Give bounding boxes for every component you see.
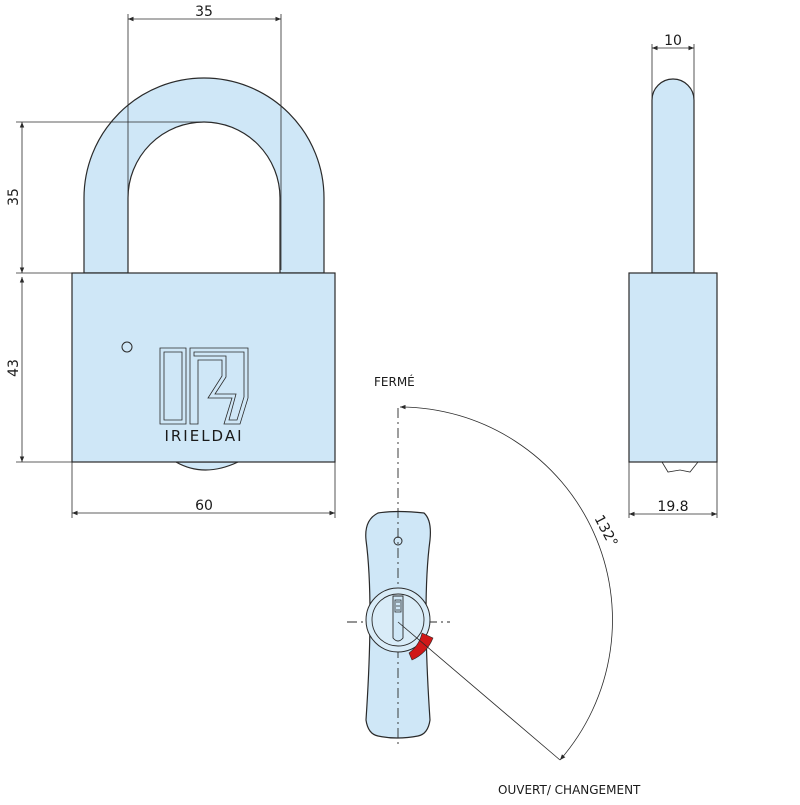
front-view: IRIELDAI 35 35 43 60 [6,4,336,518]
dim-shackle-height: 35 [6,188,22,206]
brand-logo: IRIELDAI [159,347,249,445]
front-pin-hole [121,341,133,353]
brand-logo-text: IRIELDAI [164,427,243,445]
label-open-change: OUVERT/ CHANGEMENT [498,783,641,797]
front-lock-body [71,272,336,463]
open-direction-line [397,621,561,761]
dim-body-height: 43 [6,359,22,377]
dim-shackle-width: 35 [195,4,213,20]
dim-shackle-thickness: 10 [664,33,682,49]
front-bottom-bulge [173,461,239,471]
side-view: 10 19.8 [628,33,718,518]
rotation-angle: 132° [591,512,621,549]
dim-body-width: 60 [195,498,213,514]
front-shackle [83,77,325,274]
bottom-view: 132° FERMÉ OUVERT/ CHANGEMENT [347,374,641,797]
side-shackle [651,78,695,274]
label-closed: FERMÉ [374,374,415,389]
dim-body-depth: 19.8 [657,499,688,515]
side-lock-body [628,272,718,463]
rotation-arc [399,404,613,761]
key-slot [392,595,404,642]
side-key-tip [661,461,699,473]
